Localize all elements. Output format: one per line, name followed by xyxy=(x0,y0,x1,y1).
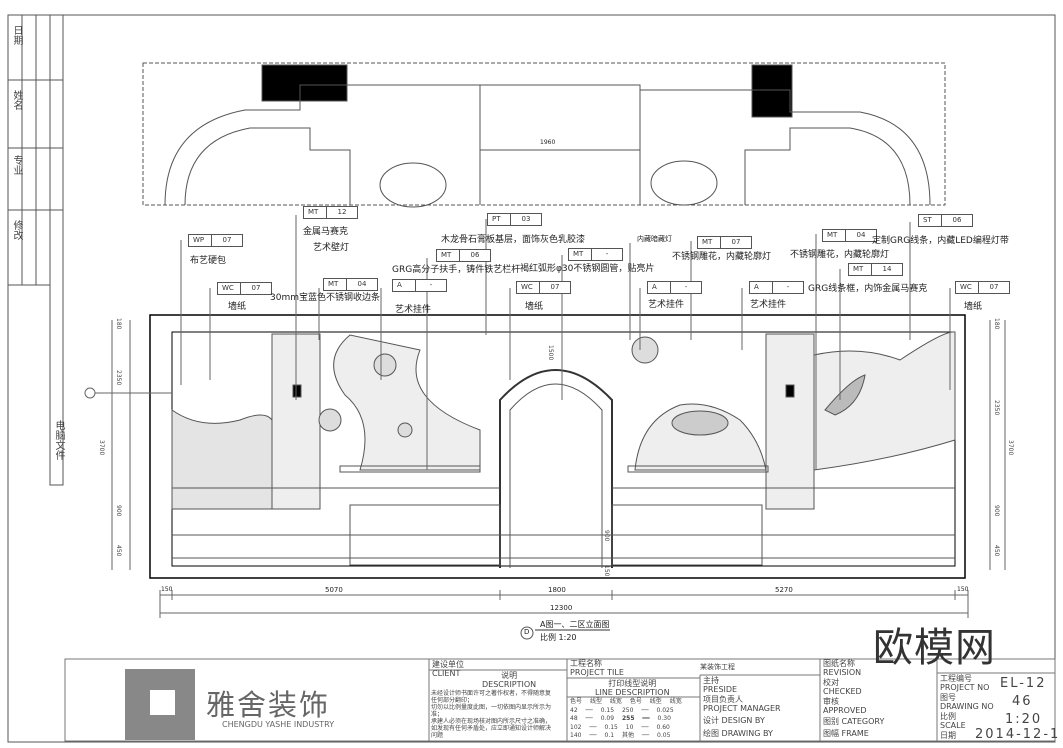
company-name-cn: 雅舍装饰 xyxy=(206,688,331,722)
annotation-text: 定制GRG线条，内藏LED编程灯带 xyxy=(872,236,1009,246)
annotation-text: 布艺硬包 xyxy=(190,256,227,266)
line-table: 色号 线型 线宽 色号 线型 线宽 42 ── 0.15 250 ── 0.02… xyxy=(570,698,682,739)
annotation-text: 墙纸 xyxy=(964,302,983,312)
date-value: 2014-12-1 xyxy=(975,727,1061,742)
dim-left: 2350 xyxy=(115,370,122,386)
material-tag: A- xyxy=(392,279,447,292)
dim-bottom: 5270 xyxy=(775,586,793,594)
frame-label: 图幅 FRAME xyxy=(823,729,869,738)
annotation-text: GRG线条框，内饰金属马赛克 xyxy=(808,284,928,294)
dim-arch: 1500 xyxy=(547,345,554,361)
drawing-no-value: 46 xyxy=(1012,694,1033,709)
dim-right: 3700 xyxy=(1007,440,1014,456)
dim-right: 2350 xyxy=(993,400,1000,416)
elevation xyxy=(149,314,966,579)
project-value: 某装饰工程 xyxy=(700,663,735,671)
dim-right: 450 xyxy=(993,545,1000,557)
watermark: 欧模网 xyxy=(873,625,996,671)
dim-door: 900 xyxy=(603,530,610,542)
material-tag: A- xyxy=(647,281,702,294)
dim-left: 900 xyxy=(115,505,122,517)
dim-right: 180 xyxy=(993,318,1000,330)
dimension-lines xyxy=(84,320,1006,618)
dim-bottom: 5070 xyxy=(325,586,343,594)
dim-bottom: 1800 xyxy=(548,586,566,594)
side-label-date: 日期 xyxy=(11,25,22,45)
side-label-discipline: 专业 xyxy=(11,155,22,175)
company-logo xyxy=(125,669,195,740)
dim-plan-width: 1960 xyxy=(540,139,556,146)
sheet-border xyxy=(7,14,1056,743)
dim-left: 180 xyxy=(115,318,122,330)
side-label-revision: 修改 xyxy=(11,220,22,240)
scale-value: 1:20 xyxy=(1005,712,1043,727)
dim-left: 450 xyxy=(115,545,122,557)
annotation-text: 不锈钢雕花，内藏轮廓灯 xyxy=(790,250,890,260)
leader-lines xyxy=(180,215,951,470)
dim-total: 12300 xyxy=(550,604,573,612)
drawing-marker-label: D xyxy=(524,628,530,636)
dim-bottom: 150 xyxy=(957,586,969,593)
title-block-grid xyxy=(64,658,1056,742)
project-no-value: EL-12 xyxy=(1000,676,1047,691)
annotation-text: 艺术壁灯 xyxy=(313,243,350,253)
design-by-label: 设计 DESIGN BY xyxy=(703,716,765,725)
side-file-label: 电脑文件 xyxy=(53,420,64,460)
floor-plan xyxy=(142,62,946,208)
annotation-text: 不锈钢雕花，内藏轮廓灯 xyxy=(672,252,772,262)
dim-right: 900 xyxy=(993,505,1000,517)
annotation-text: 30mm宝蓝色不锈钢收边条 xyxy=(270,293,380,303)
dim-bottom: 150 xyxy=(161,586,173,593)
annotation-text: 墙纸 xyxy=(228,302,247,312)
drawing-by-label: 绘图 DRAWING BY xyxy=(703,729,773,738)
side-strip xyxy=(49,14,64,486)
annotation-text: GRG高分子扶手，铸件铁艺栏杆 xyxy=(392,265,521,275)
dim-base: 150 xyxy=(603,565,610,577)
material-tag: MT- xyxy=(568,248,623,261)
date-label: 日期 xyxy=(940,731,956,740)
annotation-text: 艺术挂件 xyxy=(750,300,787,310)
drawing-scale: 比例 1:20 xyxy=(540,633,577,642)
dim-left: 3700 xyxy=(98,440,105,456)
annotation-text: 墙纸 xyxy=(525,302,544,312)
category-label: 图别 CATEGORY xyxy=(823,717,885,726)
annotation-text: 内藏暗藏灯 xyxy=(637,235,672,243)
annotation-text: 金属马赛克 xyxy=(303,227,349,237)
annotation-text: 木龙骨石膏板基层，面饰灰色乳胶漆 xyxy=(441,235,586,245)
drawing-marker xyxy=(520,626,534,640)
description-text: 未经设计师书面许可之著作权者，不得随意复任何部分翻印；切勿以比例量度此图，一切依… xyxy=(431,690,552,739)
annotation-text: 艺术挂件 xyxy=(395,305,432,315)
annotation-text: 艺术挂件 xyxy=(648,300,685,310)
drawing-title: A图一、二区立面图 xyxy=(540,620,610,629)
side-label-name: 姓名 xyxy=(11,90,22,110)
annotation-text: 褐红弧形φ30不锈钢圆管，贴亮片 xyxy=(520,264,655,274)
company-name-en: CHENGDU YASHE INDUSTRY xyxy=(222,720,335,729)
material-tag: A- xyxy=(749,281,804,294)
